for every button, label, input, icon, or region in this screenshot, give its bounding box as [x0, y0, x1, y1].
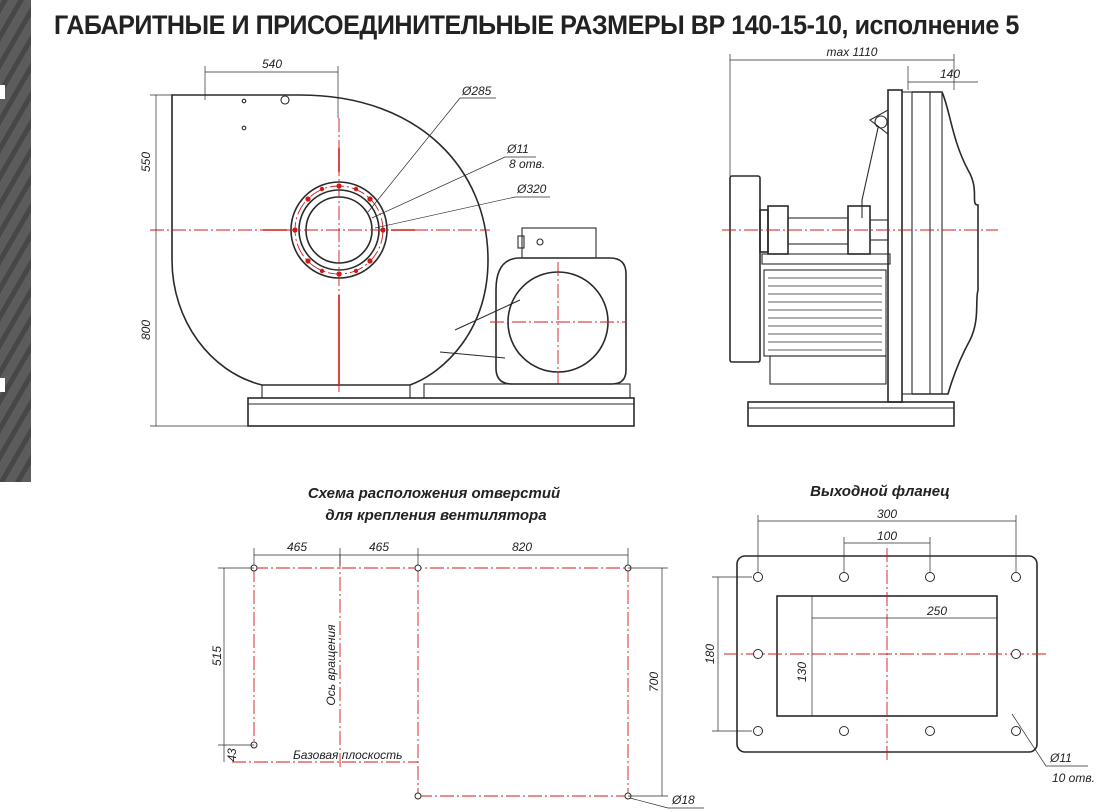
- housing-hole: [241, 125, 247, 131]
- motor-end-cover: [729, 175, 761, 363]
- leader-11: [371, 156, 536, 219]
- lifting-lug: [869, 109, 889, 136]
- housing-hole: [241, 98, 247, 104]
- flange-hole-dia: Ø11: [1049, 751, 1072, 765]
- dim-465-a: 465: [287, 540, 307, 554]
- flange-holes: [753, 572, 1021, 736]
- dim-465-b: 465: [369, 540, 389, 554]
- dim-540: 540: [262, 57, 282, 71]
- page-title: ГАБАРИТНЫЕ И ПРИСОЕДИНИТЕЛЬНЫЕ РАЗМЕРЫ В…: [54, 10, 1019, 40]
- lifting-eye-hole: [874, 115, 888, 129]
- motor-bracket: [439, 299, 521, 359]
- motor-flange: [759, 209, 769, 253]
- dim-dia-18: Ø18: [671, 793, 695, 807]
- inlet-cone: [912, 91, 979, 395]
- dim-dia-320: Ø320: [516, 182, 547, 196]
- base-frame: [247, 397, 635, 427]
- mounting-scheme: Схема расположения отверстий для креплен…: [210, 485, 704, 809]
- motor-base: [423, 383, 631, 399]
- leader-320: [374, 196, 550, 229]
- terminal-box: [521, 227, 597, 259]
- mount-holes: [250, 564, 632, 800]
- terminal-gland: [517, 235, 525, 249]
- side-base-frame: [747, 401, 955, 427]
- motor-fins: [763, 269, 887, 357]
- front-view: 540 550 800 Ø285 Ø11 8 отв. Ø320: [139, 57, 635, 427]
- inlet-bolt-holes: [292, 183, 386, 277]
- dim-820: 820: [512, 540, 532, 554]
- dim-100: 100: [877, 529, 897, 543]
- leader-285: [367, 97, 496, 213]
- terminal-screw: [536, 238, 544, 246]
- motor-top-plate: [761, 253, 891, 265]
- dim-130: 130: [795, 662, 809, 682]
- flange-caption: Выходной фланец: [810, 483, 950, 500]
- side-view: max 1110 140: [722, 45, 998, 427]
- motor-body: [495, 257, 627, 385]
- housing-side-inner: [901, 91, 913, 395]
- mounting-caption-line1: Схема расположения отверстий: [308, 485, 560, 502]
- base-plane-label: Базовая плоскость: [293, 748, 402, 762]
- support-strut: [861, 127, 879, 218]
- dim-43: 43: [225, 748, 239, 762]
- dim-holes-count: 8 отв.: [509, 157, 545, 171]
- dim-140: 140: [940, 67, 960, 81]
- dim-800: 800: [139, 320, 153, 340]
- mounting-caption-line2: для крепления вентилятора: [325, 507, 546, 524]
- dim-550: 550: [139, 152, 153, 172]
- sidebar-strip: [0, 0, 31, 482]
- sidebar-tick: [0, 85, 5, 99]
- shaft-housing: [787, 217, 849, 245]
- leader-11-flange: [1011, 713, 1088, 767]
- fan-housing: [171, 94, 489, 386]
- housing-side-wall: [887, 89, 903, 403]
- sidebar-tick: [0, 378, 5, 392]
- dim-max-1110: max 1110: [827, 45, 878, 59]
- rotation-axis-label: Ось вращения: [324, 624, 338, 706]
- dim-dia-11: Ø11: [506, 142, 529, 156]
- dim-700: 700: [647, 672, 661, 692]
- outlet-flange: Выходной фланец 300 100 250: [703, 483, 1095, 785]
- flange-holes-count: 10 отв.: [1052, 771, 1095, 785]
- housing-legs: [261, 385, 411, 398]
- dim-300: 300: [877, 507, 897, 521]
- dim-180: 180: [703, 644, 717, 664]
- dim-515: 515: [210, 646, 224, 666]
- dim-250: 250: [926, 604, 947, 618]
- leader-18: [629, 797, 704, 809]
- dim-dia-285: Ø285: [461, 84, 492, 98]
- motor-feet: [769, 355, 887, 385]
- housing-hole: [280, 95, 290, 105]
